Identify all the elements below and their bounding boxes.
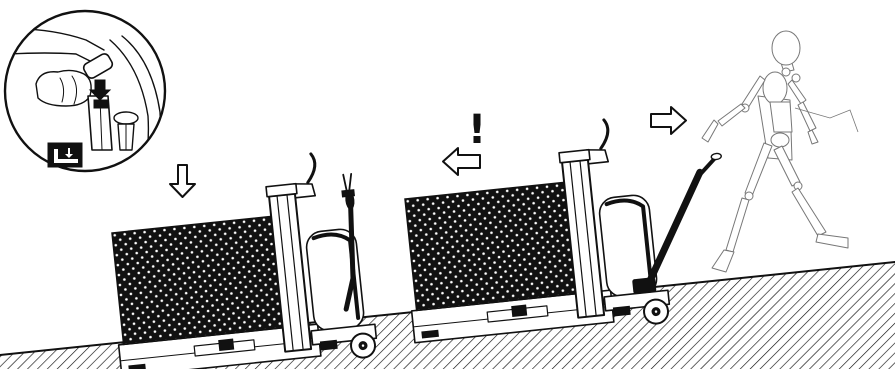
operator-figure: [701, 30, 859, 273]
fork-lowering-icon: [47, 142, 83, 168]
arrow-left-icon: [442, 147, 481, 176]
tiller-handle-raised: [341, 172, 356, 312]
arrow-down-icon: [169, 164, 196, 198]
pallet-truck-travelling: [392, 113, 722, 351]
lowering-button-detail-inset: [3, 9, 167, 173]
arrow-right-icon: [650, 106, 687, 135]
tiller-handle-pulled: [632, 152, 722, 295]
warning-mark: !: [468, 107, 486, 153]
pallet-truck-lowering: [99, 147, 381, 369]
